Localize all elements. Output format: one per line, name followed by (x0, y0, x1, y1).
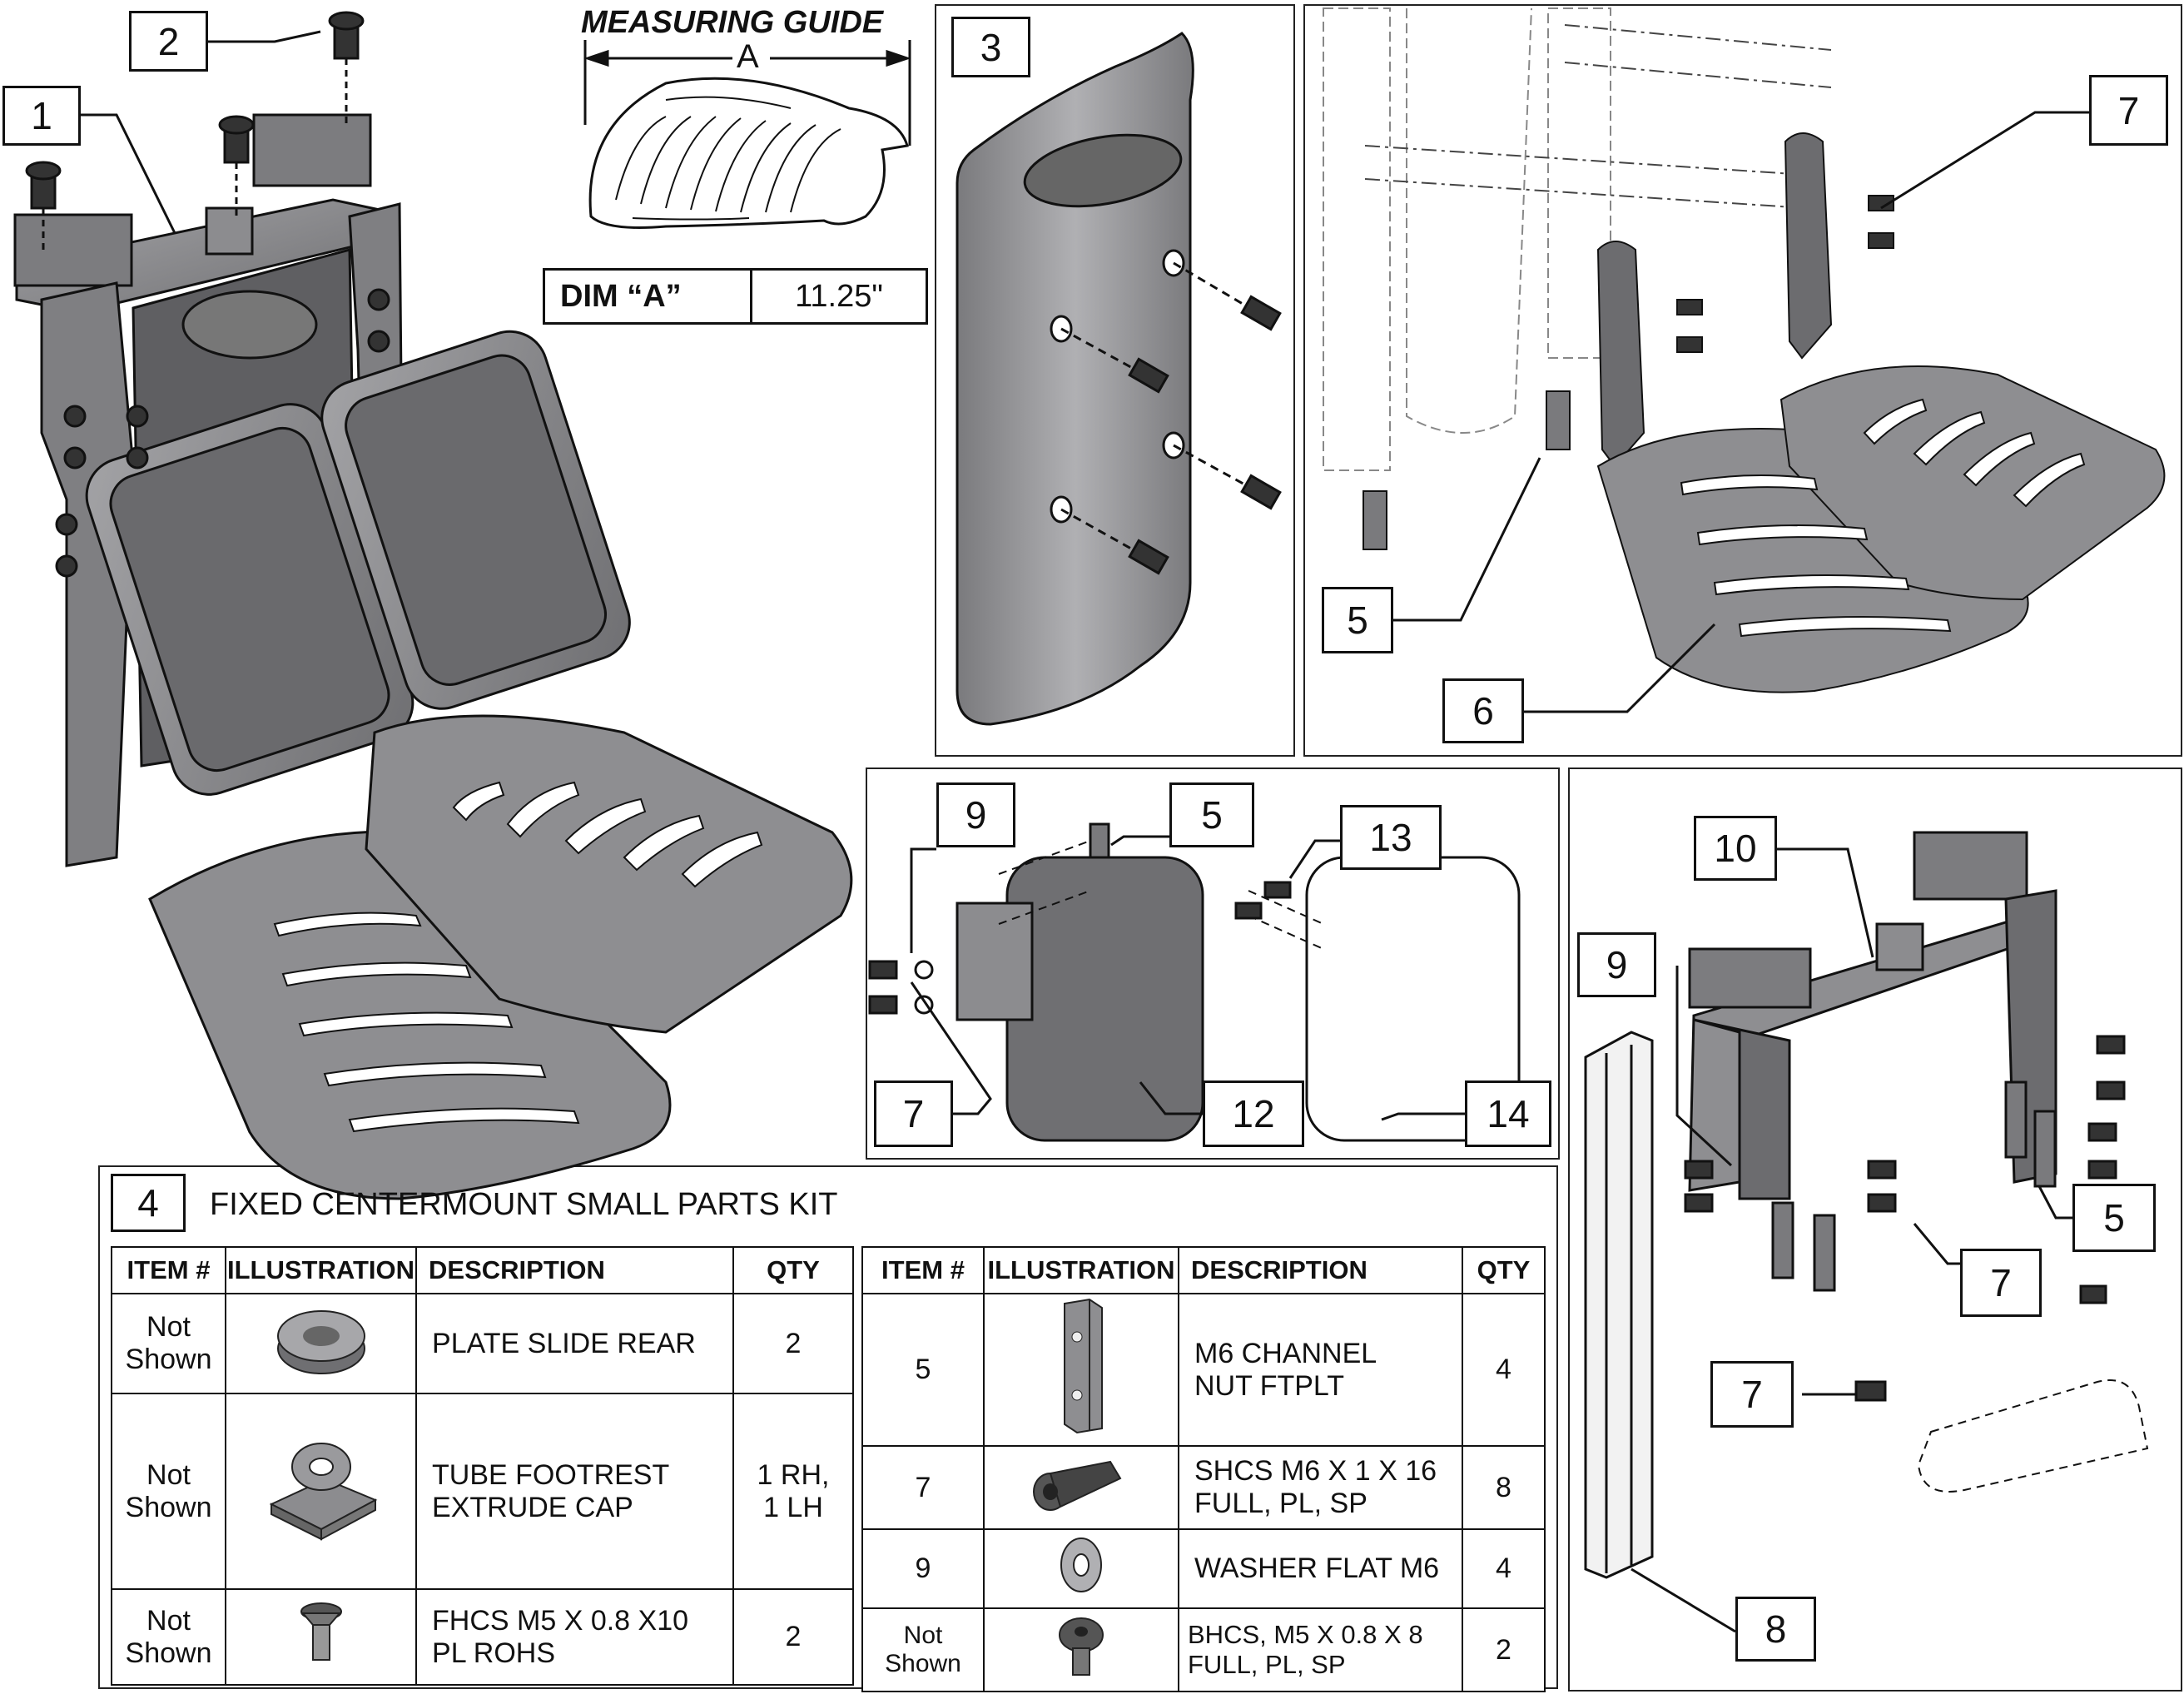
kit-table-left-header: ITEM # ILLUSTRATION DESCRIPTION QTY (111, 1246, 854, 1294)
col-description: DESCRIPTION (415, 1246, 734, 1294)
illustration-cell (983, 1445, 1179, 1530)
callout-2: 2 (129, 11, 208, 72)
col-illustration: ILLUSTRATION (983, 1246, 1179, 1294)
centermount-assembly (13, 11, 853, 1200)
callout-7-footplate: 7 (2089, 75, 2168, 146)
leader-lines (81, 30, 2089, 1633)
illustration-cell (983, 1528, 1179, 1609)
col-description: DESCRIPTION (1178, 1246, 1463, 1294)
end-cap-drawing (956, 32, 1282, 726)
col-qty: QTY (1462, 1246, 1546, 1294)
illustration-cell (224, 1293, 418, 1394)
table-row: 9 WASHER FLAT M6 4 (861, 1528, 1546, 1609)
channel-nut-icon (1064, 1298, 1103, 1434)
spacer-pads-drawing (868, 822, 1521, 1142)
col-item: ITEM # (111, 1246, 226, 1294)
footplate-hanger-left (1596, 241, 1645, 468)
callout-9-pads: 9 (936, 782, 1015, 847)
callout-14: 14 (1465, 1080, 1551, 1147)
callout-8: 8 (1735, 1597, 1816, 1662)
channel-extrusion (1584, 1031, 1654, 1579)
dim-label: DIM “A” (543, 268, 752, 325)
callout-5-bracket: 5 (2072, 1184, 2156, 1252)
footplate-assembly-drawing (1323, 7, 2166, 693)
bracket-block-right (252, 113, 372, 187)
tube-cap-icon (269, 1443, 377, 1541)
qty-cell: 2 (1462, 1607, 1546, 1692)
kit-table-right: ITEM # ILLUSTRATION DESCRIPTION QTY 5 M6… (861, 1246, 1546, 1692)
button-head-screw-icon (1059, 1617, 1104, 1676)
dimension-table: DIM “A” 11.25" (543, 268, 928, 325)
col-item: ITEM # (861, 1246, 985, 1294)
col-illustration: ILLUSTRATION (224, 1246, 418, 1294)
description-cell: PLATE SLIDE REAR (415, 1293, 734, 1394)
item-cell: 7 (861, 1445, 985, 1530)
description-cell: WASHER FLAT M6 (1178, 1528, 1463, 1609)
callout-3: 3 (951, 17, 1030, 77)
measuring-guide-title: MEASURING GUIDE (581, 5, 884, 40)
dimension-letter: A (737, 38, 759, 75)
qty-cell: 8 (1462, 1445, 1546, 1530)
socket-head-screw-icon (1033, 1460, 1122, 1511)
small-parts-kit-panel (98, 1165, 1558, 1689)
qty-cell: 4 (1462, 1528, 1546, 1609)
qty-cell: 4 (1462, 1293, 1546, 1447)
col-qty: QTY (732, 1246, 854, 1294)
illustration-cell (983, 1293, 1179, 1447)
illustration-cell (983, 1607, 1179, 1692)
callout-1: 1 (2, 86, 81, 146)
callout-7-pads: 7 (874, 1080, 953, 1147)
callout-4: 4 (111, 1174, 186, 1232)
kit-table-right-header: ITEM # ILLUSTRATION DESCRIPTION QTY (861, 1246, 1546, 1294)
callout-9-bracket: 9 (1577, 932, 1656, 997)
callout-7-bracket-arm: 7 (1710, 1361, 1794, 1428)
pad-right-inner (345, 354, 607, 686)
callout-12: 12 (1203, 1080, 1304, 1147)
dim-value: 11.25" (750, 268, 928, 325)
measuring-guide-drawing (583, 40, 911, 229)
pad-12 (1005, 856, 1204, 1142)
pad-left-inner (109, 427, 390, 772)
item-cell: 5 (861, 1293, 985, 1447)
footplate-outline (588, 77, 909, 229)
footplate-hanger-right (1784, 132, 1833, 360)
callout-10: 10 (1694, 816, 1777, 881)
illustration-cell (224, 1588, 418, 1686)
plate-slide-rear-icon (276, 1309, 365, 1374)
qty-cell: 2 (732, 1588, 854, 1686)
qty-cell: 1 RH,1 LH (732, 1393, 854, 1590)
item-cell: 9 (861, 1528, 985, 1609)
bracket-block-left (13, 213, 133, 287)
callout-6: 6 (1442, 678, 1524, 743)
flat-washer-icon (1060, 1538, 1102, 1592)
callout-5-footplate: 5 (1322, 587, 1393, 653)
callout-13: 13 (1340, 805, 1442, 870)
illustration-cell (224, 1393, 418, 1590)
side-plate-left (40, 281, 135, 867)
bracket-block-mid (205, 206, 254, 256)
callout-5-pads: 5 (1169, 782, 1254, 847)
flat-head-screw-icon (300, 1602, 342, 1661)
qty-cell: 2 (732, 1293, 854, 1394)
kit-title: FIXED CENTERMOUNT SMALL PARTS KIT (210, 1187, 838, 1222)
callout-7-bracket: 7 (1960, 1249, 2042, 1317)
centermount-bracket-drawing (1584, 831, 2149, 1579)
